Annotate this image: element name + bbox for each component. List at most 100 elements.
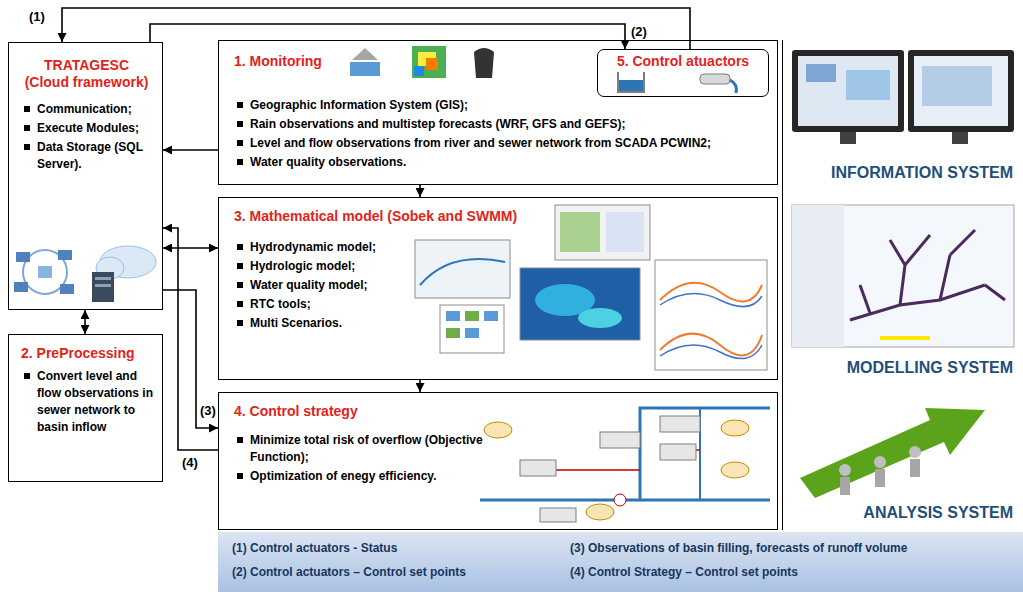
river-network xyxy=(850,230,1005,320)
highlight-bar xyxy=(880,336,930,340)
panel-label: INFORMATION SYSTEM xyxy=(831,163,1013,182)
node-ellipse xyxy=(721,462,749,478)
screen xyxy=(914,56,1008,126)
monitors-photo xyxy=(792,50,1014,144)
monitoring-icons xyxy=(350,46,494,78)
bullet-text: Multi Scenarios. xyxy=(234,315,430,332)
model-screenshot xyxy=(792,205,1014,347)
screenshot xyxy=(440,305,504,353)
basin-box xyxy=(600,432,640,448)
sensor-icon xyxy=(474,48,494,78)
actuators-box: 5. Control atuactors xyxy=(597,49,769,97)
monitoring-box: 1. MonitoringGeographic Information Syst… xyxy=(218,40,778,185)
callout-number: (4) xyxy=(181,456,199,470)
bullet-text: Water quality model; xyxy=(234,277,430,294)
connector xyxy=(419,185,421,197)
bullet-text: Convert level and flow observations in s… xyxy=(21,368,154,436)
connector xyxy=(163,228,218,450)
rain-map-cell xyxy=(426,58,438,70)
computer-icon xyxy=(38,266,52,278)
computer-icon xyxy=(16,252,30,262)
cloud-server-icon xyxy=(92,246,156,302)
server-icon xyxy=(92,272,114,302)
legend-text: (1) Control actuators - Status xyxy=(232,541,397,556)
basin-box xyxy=(660,416,700,432)
connector xyxy=(150,24,625,49)
cloud-framework-box: TRATAGESC (Cloud framework)Communication… xyxy=(8,42,163,310)
screenshot xyxy=(555,205,650,260)
chart-line xyxy=(660,334,762,356)
server-slot xyxy=(95,277,111,280)
figure-head xyxy=(874,456,886,468)
chart-line xyxy=(660,294,762,307)
callout-number: (1) xyxy=(28,10,46,24)
monitor xyxy=(908,50,1014,132)
junction xyxy=(614,494,626,506)
connector xyxy=(419,380,421,392)
network-icon xyxy=(14,250,74,294)
callout-number: (2) xyxy=(630,25,648,39)
computer-icon xyxy=(60,284,74,294)
monitor-stand xyxy=(840,132,856,144)
system-panel: ANALYSIS SYSTEM xyxy=(782,385,1023,530)
screen-panel xyxy=(846,70,890,100)
thumbnail xyxy=(484,311,498,321)
pipe-outflow xyxy=(730,80,736,93)
preprocessing-box: 2. PreProcessingConvert level and flow o… xyxy=(8,334,163,482)
bullet-text: Rain observations and multistep forecast… xyxy=(234,116,762,133)
river-line xyxy=(640,408,770,500)
pipe-icon xyxy=(700,74,730,84)
legend-band: (1) Control actuators - Status (2) Contro… xyxy=(218,532,1023,592)
node-ellipse xyxy=(586,504,614,520)
panel-label: ANALYSIS SYSTEM xyxy=(863,503,1013,522)
network-schematic xyxy=(480,408,770,522)
map-thumbnail xyxy=(606,212,644,252)
figure-body xyxy=(840,477,850,495)
model-screenshots xyxy=(415,205,767,370)
legend-text: (3) Observations of basin filling, forec… xyxy=(570,541,907,556)
connector xyxy=(84,310,86,334)
computer-icon xyxy=(14,282,28,292)
actuator-icons xyxy=(618,72,736,93)
bullet-text: Optimization of enegy efficiency. xyxy=(234,468,485,485)
flood-map xyxy=(520,268,640,340)
legend-text: (2) Control actuators – Control set poin… xyxy=(232,565,466,580)
screen xyxy=(798,56,898,126)
monitor-stand xyxy=(952,132,968,144)
figure-body xyxy=(875,469,885,487)
connector xyxy=(163,290,218,428)
bullet-text: Level and flow observations from river a… xyxy=(234,135,762,152)
bullet-text: Geographic Information System (GIS); xyxy=(234,97,762,114)
connector xyxy=(163,149,218,151)
flood-area xyxy=(578,308,622,328)
screenshot xyxy=(415,240,510,298)
bullet-text: Water quality observations. xyxy=(234,154,762,171)
bullet-text: Execute Modules; xyxy=(21,120,152,137)
box-heading: 2. PreProcessing xyxy=(21,345,154,362)
basin-box xyxy=(540,508,576,522)
figure-head xyxy=(839,464,851,476)
tank-water xyxy=(619,80,643,91)
screen-panel xyxy=(922,66,992,106)
box-heading: 3. Mathematical model (Sobek and SWMM) xyxy=(234,208,762,225)
side-panel xyxy=(792,205,844,347)
panel-label: MODELLING SYSTEM xyxy=(847,358,1013,377)
figure-head xyxy=(909,446,921,458)
bullet-text: Hydrodynamic model; xyxy=(234,239,430,256)
plot-line xyxy=(420,259,505,285)
tank-outline xyxy=(618,72,644,92)
box-heading: 4. Control strategy xyxy=(234,403,762,420)
screen-panel xyxy=(806,64,836,82)
system-panel: INFORMATION SYSTEM xyxy=(782,40,1023,190)
thumbnail xyxy=(465,311,479,321)
box-heading: 5. Control atuactors xyxy=(602,53,764,70)
node-ellipse xyxy=(484,422,512,438)
window xyxy=(792,205,1014,347)
computer-icon xyxy=(58,250,72,260)
system-panel: MODELLING SYSTEM xyxy=(782,190,1023,385)
growth-arrow-picture xyxy=(800,408,985,498)
node-ellipse xyxy=(721,420,749,436)
